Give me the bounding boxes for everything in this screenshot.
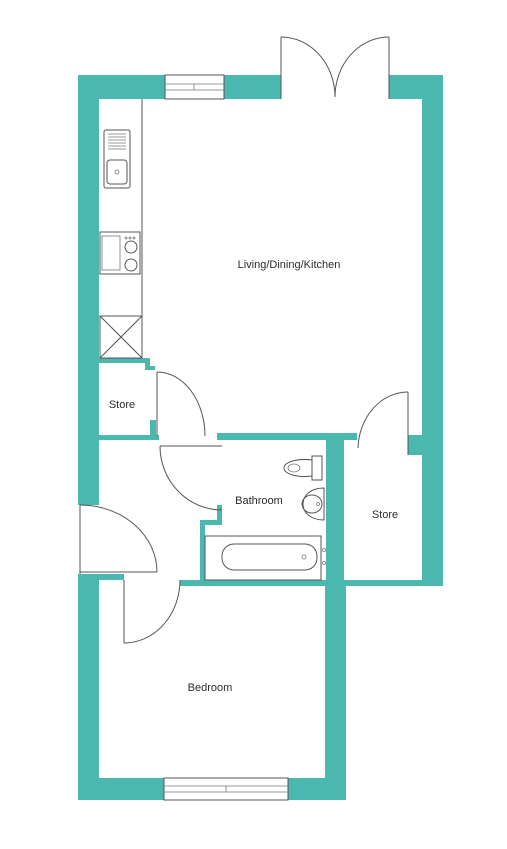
bedroom-door — [123, 579, 181, 644]
window-top — [164, 74, 225, 100]
wall-right — [422, 75, 443, 585]
wall-bath-left-jog — [217, 505, 222, 525]
wall-bath-left — [200, 520, 222, 525]
wall-store-left-side — [150, 420, 156, 440]
store-right-door — [357, 391, 409, 455]
fridge — [99, 315, 143, 359]
wall-bottom-right — [288, 778, 346, 800]
store-left-door — [156, 371, 206, 437]
kitchen-counter — [99, 99, 143, 359]
wall-bedroom-top — [180, 580, 346, 586]
hob — [99, 231, 141, 275]
room-label-living: Living/Dining/Kitchen — [238, 259, 341, 271]
bath — [204, 535, 326, 581]
wall-left-lower — [78, 574, 99, 800]
wall-bath-top — [217, 433, 357, 440]
wall-store-left-top — [99, 358, 149, 363]
room-label-store-right: Store — [372, 509, 398, 521]
window-bottom — [163, 777, 289, 801]
wall-right-notch — [408, 435, 426, 455]
wall-bottom-left — [78, 778, 164, 800]
wall-left-upper — [78, 75, 99, 505]
walls — [78, 75, 443, 800]
toilet — [283, 455, 323, 481]
wall-store-left-bottom — [99, 435, 159, 440]
basin — [301, 487, 325, 521]
sink — [103, 129, 131, 189]
wall-bath-store — [326, 435, 344, 586]
room-label-bedroom: Bedroom — [188, 682, 233, 694]
room-label-bathroom: Bathroom — [235, 495, 283, 507]
wall-bedroom-right — [325, 580, 346, 800]
wall-store-bottom — [343, 580, 443, 586]
bathroom-door — [159, 445, 223, 511]
wall-store-left-jog — [145, 358, 150, 370]
entrance-door — [79, 504, 158, 574]
french-doors — [280, 36, 390, 99]
room-label-store-left: Store — [109, 399, 135, 411]
wall-top-mid — [224, 75, 281, 99]
wall-bath-left-v — [200, 520, 205, 586]
wall-store-left-jog2 — [145, 366, 155, 370]
wall-bedroom-top-left — [99, 574, 124, 580]
